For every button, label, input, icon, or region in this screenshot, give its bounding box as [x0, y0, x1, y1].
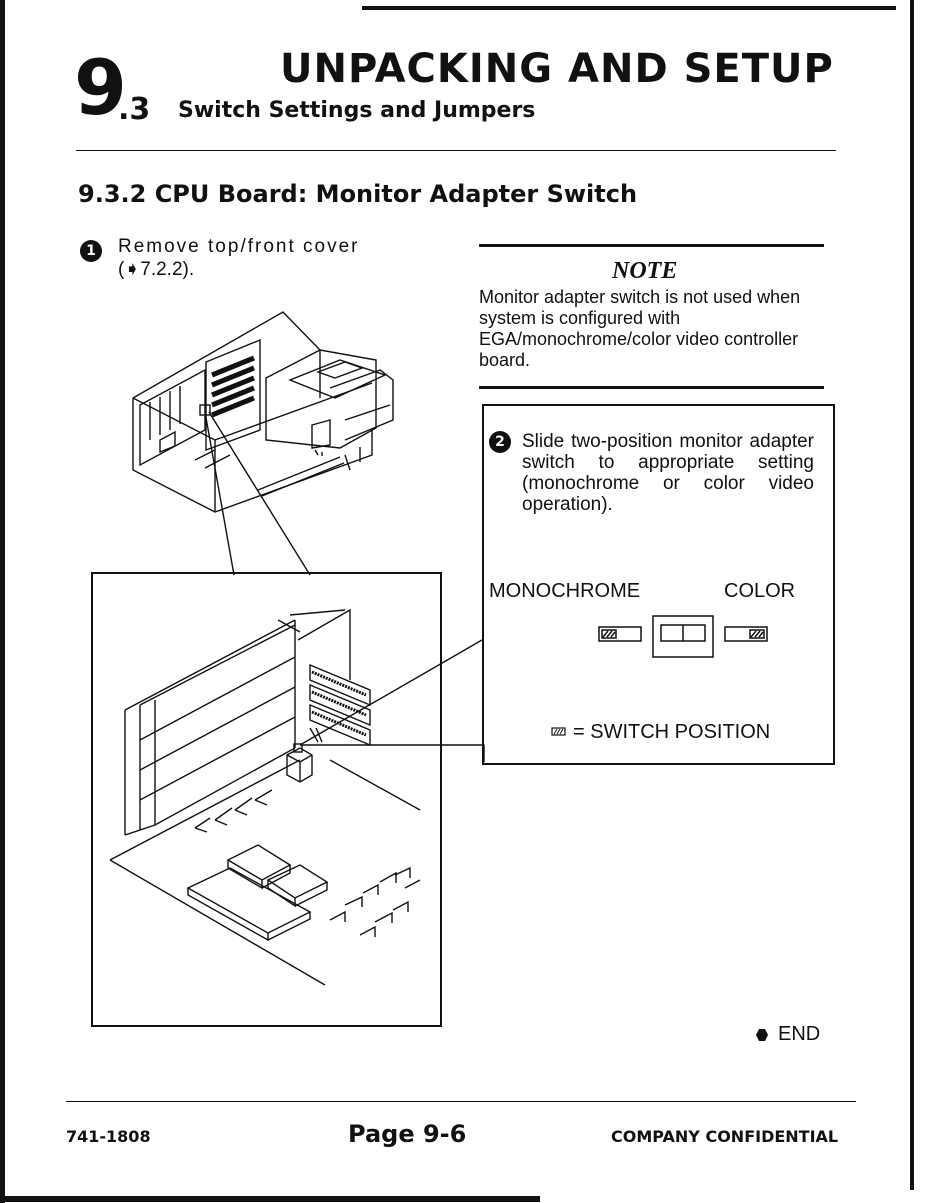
page-title: UNPACKING AND SETUP — [280, 46, 834, 92]
end-hexagon-icon — [756, 1029, 768, 1041]
monochrome-switch-icon — [598, 626, 642, 642]
chapter-number: 9 — [74, 43, 127, 132]
note-bottom-rule — [479, 386, 824, 389]
footer-confidential: COMPANY CONFIDENTIAL — [611, 1127, 839, 1146]
step-1-marker: 1 — [80, 240, 102, 262]
step-2-text: Slide two-position monitor adapter switc… — [522, 431, 814, 515]
bottom-edge-rule — [0, 1196, 540, 1202]
switch-diagram — [598, 615, 768, 658]
step-1-line1: Remove top/front cover — [118, 236, 360, 257]
step-1-line2: (➧7.2.2). — [118, 259, 195, 280]
footer-divider — [66, 1101, 856, 1102]
note-body: Monitor adapter switch is not used when … — [479, 287, 801, 370]
section-title: Switch Settings and Jumpers — [178, 98, 536, 123]
switch-label-color: COLOR — [724, 580, 796, 602]
footer-page-number: Page 9-6 — [348, 1120, 467, 1148]
note-top-rule — [479, 244, 824, 247]
section-heading: 9.3.2 CPU Board: Monitor Adapter Switch — [78, 180, 638, 208]
header-divider — [76, 150, 836, 151]
step-2-marker: 2 — [489, 431, 511, 453]
end-marker-text: END — [778, 1023, 821, 1045]
top-edge-rule — [362, 6, 896, 10]
footer-doc-number: 741-1808 — [66, 1127, 151, 1146]
switch-legend: = SWITCH POSITION — [573, 721, 771, 743]
right-edge-rule — [910, 0, 914, 1190]
switch-position-icon — [551, 727, 566, 736]
left-edge-rule — [0, 0, 5, 1203]
note-title: NOTE — [612, 258, 678, 284]
switch-housing-icon — [652, 615, 714, 658]
section-suffix: .3 — [118, 92, 151, 127]
color-switch-icon — [724, 626, 768, 642]
switch-label-monochrome: MONOCHROME — [489, 580, 641, 602]
step-2-panel — [482, 404, 835, 765]
